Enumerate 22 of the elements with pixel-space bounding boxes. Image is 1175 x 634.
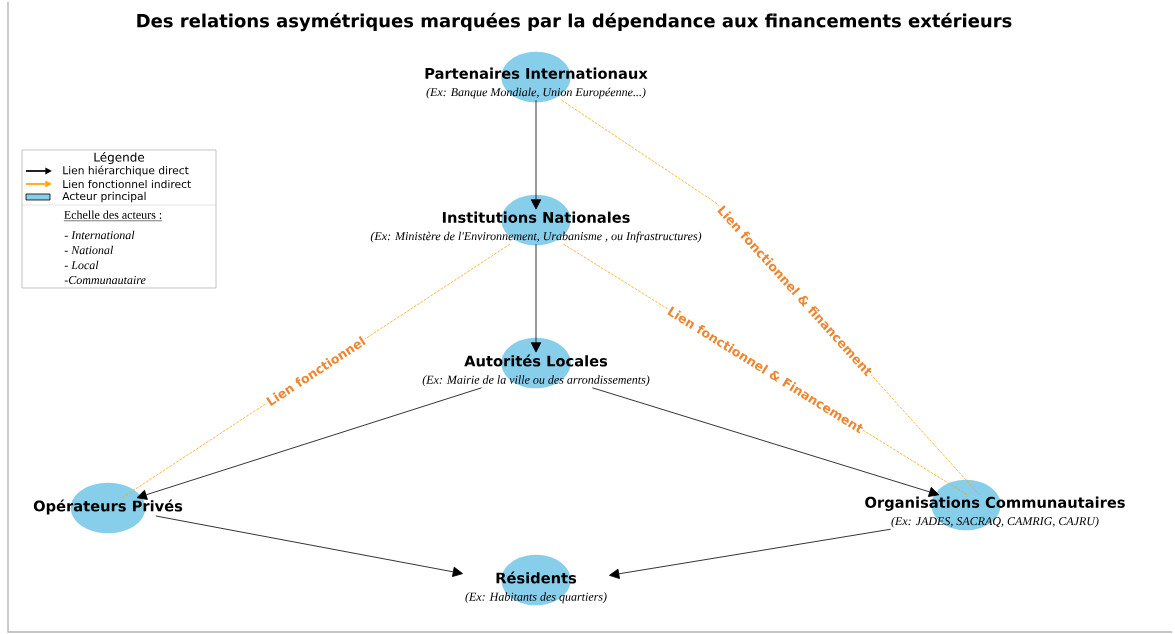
actor-node: Opérateurs Privés <box>33 482 183 534</box>
scale-heading: Echelle des acteurs : <box>63 210 163 222</box>
scale-item: -Communautaire <box>64 275 146 285</box>
actor-node: Institutions Nationales (Ex: Ministère de l'Environnement, Urabanisme , ou Infrastructures) <box>370 194 702 246</box>
arrow <box>609 528 892 579</box>
arrow <box>592 387 940 497</box>
scale-item: - Local <box>64 260 99 270</box>
legend-text: Lien fonctionnel indirect <box>63 179 191 189</box>
scale-item: - National <box>64 245 113 255</box>
actor-node: Partenaires Internationaux (Ex: Banque Mondiale, Union Européenne...) <box>425 51 648 103</box>
actor-node: Résidents (Ex: Habitants des quartiers) <box>465 554 607 606</box>
title: Des relations asymétriques marquées par la dépendance aux financements extérieurs <box>137 12 1012 32</box>
legend-text: Lien hiérarchique direct <box>63 165 189 177</box>
arrow <box>136 387 482 500</box>
arrow <box>155 515 463 577</box>
arrow <box>530 99 542 210</box>
actor-node: Organisations Communautaires (Ex: JADES, SACRAQ, CAMRIG, CAJRU) <box>865 479 1125 531</box>
actor-node: Autorités Locales (Ex: Mairie de la ville ou des arrondissements) <box>422 337 650 389</box>
arrow <box>530 243 542 353</box>
legend-title: Légende <box>94 151 145 165</box>
legend-text: Acteur principal <box>62 191 146 203</box>
scale-item: - International <box>64 230 135 240</box>
